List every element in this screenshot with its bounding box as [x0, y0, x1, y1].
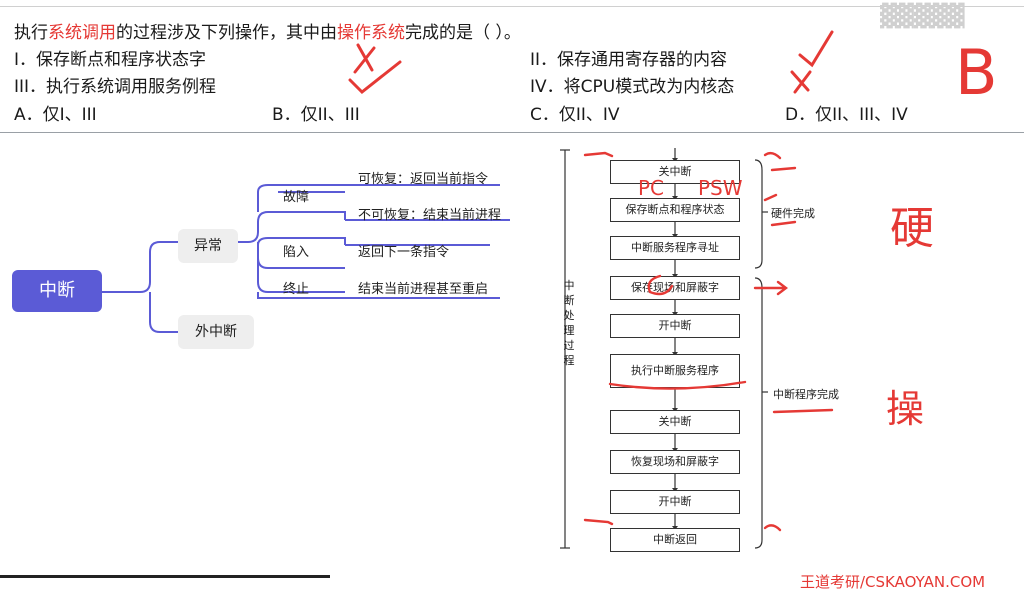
flowchart-lines	[560, 148, 768, 549]
handwriting-marks-question	[348, 30, 834, 95]
flow-step-3: 中断服务程序寻址	[610, 236, 740, 260]
question-item-3: III．执行系统调用服务例程	[14, 77, 217, 97]
flow-step-4: 保存现场和屏蔽字	[610, 276, 740, 300]
footer-brand: 王道考研/CSKAOYAN.COM	[800, 573, 986, 591]
option-c[interactable]: C．仅II、IV	[530, 105, 620, 125]
flow-step-10: 中断返回	[610, 528, 740, 552]
answer-mark: B	[955, 36, 998, 109]
flow-step-8: 恢复现场和屏蔽字	[610, 450, 740, 474]
highlight-syscall: 系统调用	[48, 23, 116, 43]
mindmap-exception: 异常	[178, 229, 238, 263]
psw-annotation: PSW	[698, 176, 743, 200]
question-item-1: I．保存断点和程序状态字	[14, 50, 207, 70]
mindmap-abort-desc: 结束当前进程甚至重启	[358, 282, 489, 297]
handwriting-marks-flow	[583, 151, 834, 532]
highlight-os: 操作系统	[337, 23, 405, 43]
option-a[interactable]: A．仅I、III	[14, 105, 97, 125]
option-b[interactable]: B．仅II、III	[272, 105, 360, 125]
divider	[0, 132, 1024, 133]
flow-step-5: 开中断	[610, 314, 740, 338]
question-item-2: II．保存通用寄存器的内容	[530, 50, 728, 70]
flow-step-7: 关中断	[610, 410, 740, 434]
watermark: ▓▓▓▓▓	[880, 4, 965, 29]
mindmap-connectors	[102, 184, 510, 333]
footer-bar	[0, 575, 330, 578]
mindmap-trap: 陷入	[283, 245, 310, 260]
top-bar	[0, 0, 1024, 7]
option-d[interactable]: D．仅II、III、IV	[785, 105, 908, 125]
hardware-annotation: 硬	[890, 203, 934, 254]
flow-step-6: 执行中断服务程序	[610, 354, 740, 388]
os-annotation: 操	[886, 387, 925, 431]
pc-annotation: PC	[638, 176, 665, 200]
question-item-4: IV．将CPU模式改为内核态	[530, 77, 735, 97]
mindmap-trap-desc: 返回下一条指令	[358, 245, 450, 260]
mindmap-fault: 故障	[283, 190, 310, 205]
mindmap-root: 中断	[12, 270, 102, 312]
question-stem: 执行系统调用的过程涉及下列操作，其中由操作系统完成的是（ ）。	[14, 23, 521, 43]
vertical-label: 中 断 处 理 过 程	[563, 279, 575, 367]
mindmap-fault-recoverable: 可恢复：返回当前指令	[358, 172, 489, 187]
flow-step-9: 开中断	[610, 490, 740, 514]
hardware-label: 硬件完成	[771, 207, 815, 220]
mindmap-fault-unrecoverable: 不可恢复：结束当前进程	[358, 208, 502, 223]
mindmap-external: 外中断	[178, 315, 254, 349]
mindmap-abort: 终止	[283, 282, 310, 297]
flow-step-2: 保存断点和程序状态	[610, 198, 740, 222]
program-label: 中断程序完成	[773, 388, 839, 401]
flow-step-1: 关中断	[610, 160, 740, 184]
